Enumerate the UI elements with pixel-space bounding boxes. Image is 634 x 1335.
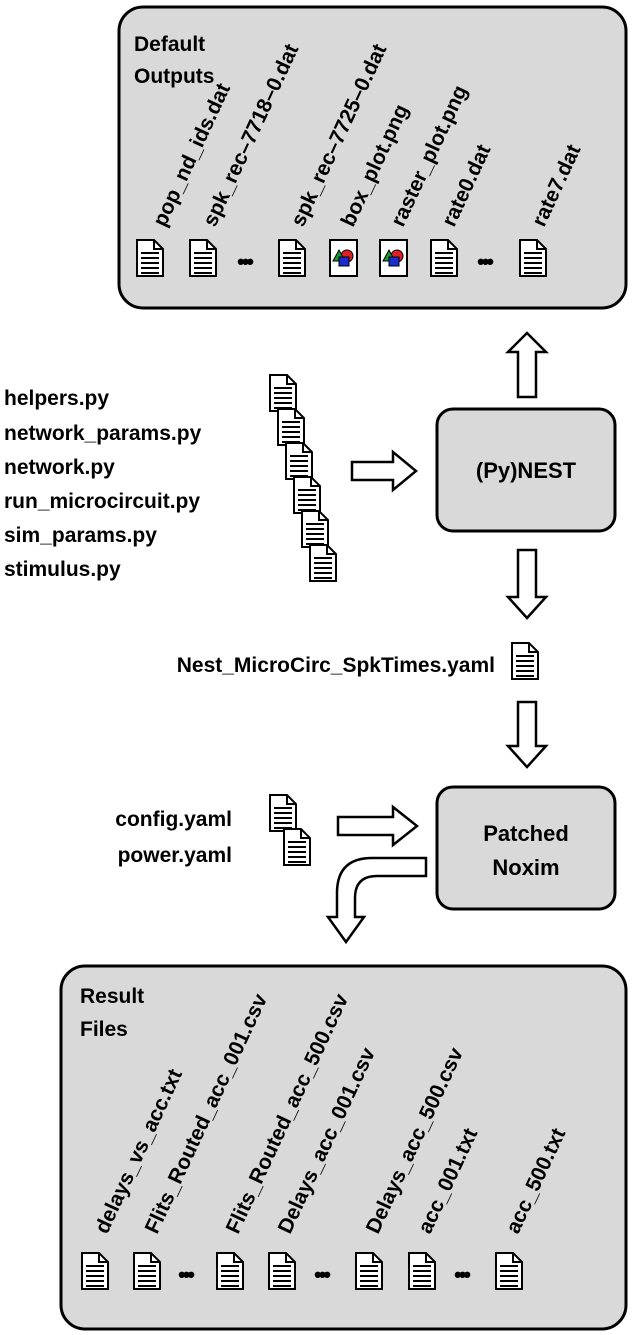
document-icon <box>355 1252 383 1290</box>
document-icon <box>81 1252 109 1290</box>
script-label: sim_params.py <box>4 524 157 547</box>
document-icon <box>408 1252 436 1290</box>
document-icon <box>293 476 321 514</box>
bent-arrow-icon <box>325 856 428 945</box>
spike-times-file-label: Nest_MicroCirc_SpkTimes.yaml <box>177 654 495 677</box>
result-files-title-line1: Result <box>80 985 144 1008</box>
script-label: helpers.py <box>4 387 109 410</box>
image-file-icon <box>379 239 408 277</box>
noxim-label-line1: Patched <box>483 821 569 846</box>
document-icon <box>216 1252 244 1290</box>
result-files-title-line2: Files <box>80 1018 128 1041</box>
result-files-box <box>59 964 628 1331</box>
document-icon <box>269 374 297 412</box>
default-outputs-box <box>117 5 628 310</box>
image-file-icon <box>329 239 358 277</box>
document-icon <box>519 239 547 277</box>
script-label: run_microcircuit.py <box>4 490 200 513</box>
document-icon <box>495 1252 523 1290</box>
ellipsis: ••• <box>454 1262 470 1287</box>
script-label: stimulus.py <box>4 558 121 581</box>
script-label: network_params.py <box>4 422 202 445</box>
default-outputs-title-line1: Default <box>134 33 205 56</box>
right-arrow-icon <box>350 449 418 493</box>
noxim-label-line2: Noxim <box>492 855 559 880</box>
document-icon <box>285 442 313 480</box>
document-icon <box>133 1252 161 1290</box>
document-icon <box>277 408 305 446</box>
document-icon <box>189 239 217 277</box>
document-icon <box>269 794 297 832</box>
down-arrow-icon <box>505 548 549 620</box>
document-icon <box>278 239 306 277</box>
right-arrow-icon <box>336 804 420 848</box>
document-icon <box>283 828 311 866</box>
ellipsis: ••• <box>477 249 493 274</box>
pynest-label: (Py)NEST <box>476 458 577 483</box>
ellipsis: ••• <box>237 249 253 274</box>
ellipsis: ••• <box>178 1262 194 1287</box>
config-file-label: power.yaml <box>118 844 232 867</box>
default-outputs-title-line2: Outputs <box>134 65 214 88</box>
pynest-box <box>435 407 617 533</box>
up-arrow-icon <box>504 331 550 399</box>
document-icon <box>511 642 539 680</box>
document-icon <box>309 544 337 582</box>
config-file-label: config.yaml <box>115 808 232 831</box>
script-label: network.py <box>4 456 115 479</box>
document-icon <box>301 510 329 548</box>
document-icon <box>430 239 458 277</box>
ellipsis: ••• <box>314 1262 330 1287</box>
down-arrow-icon <box>505 700 549 769</box>
document-icon <box>268 1252 296 1290</box>
document-icon <box>136 239 164 277</box>
patched-noxim-box <box>435 785 617 911</box>
